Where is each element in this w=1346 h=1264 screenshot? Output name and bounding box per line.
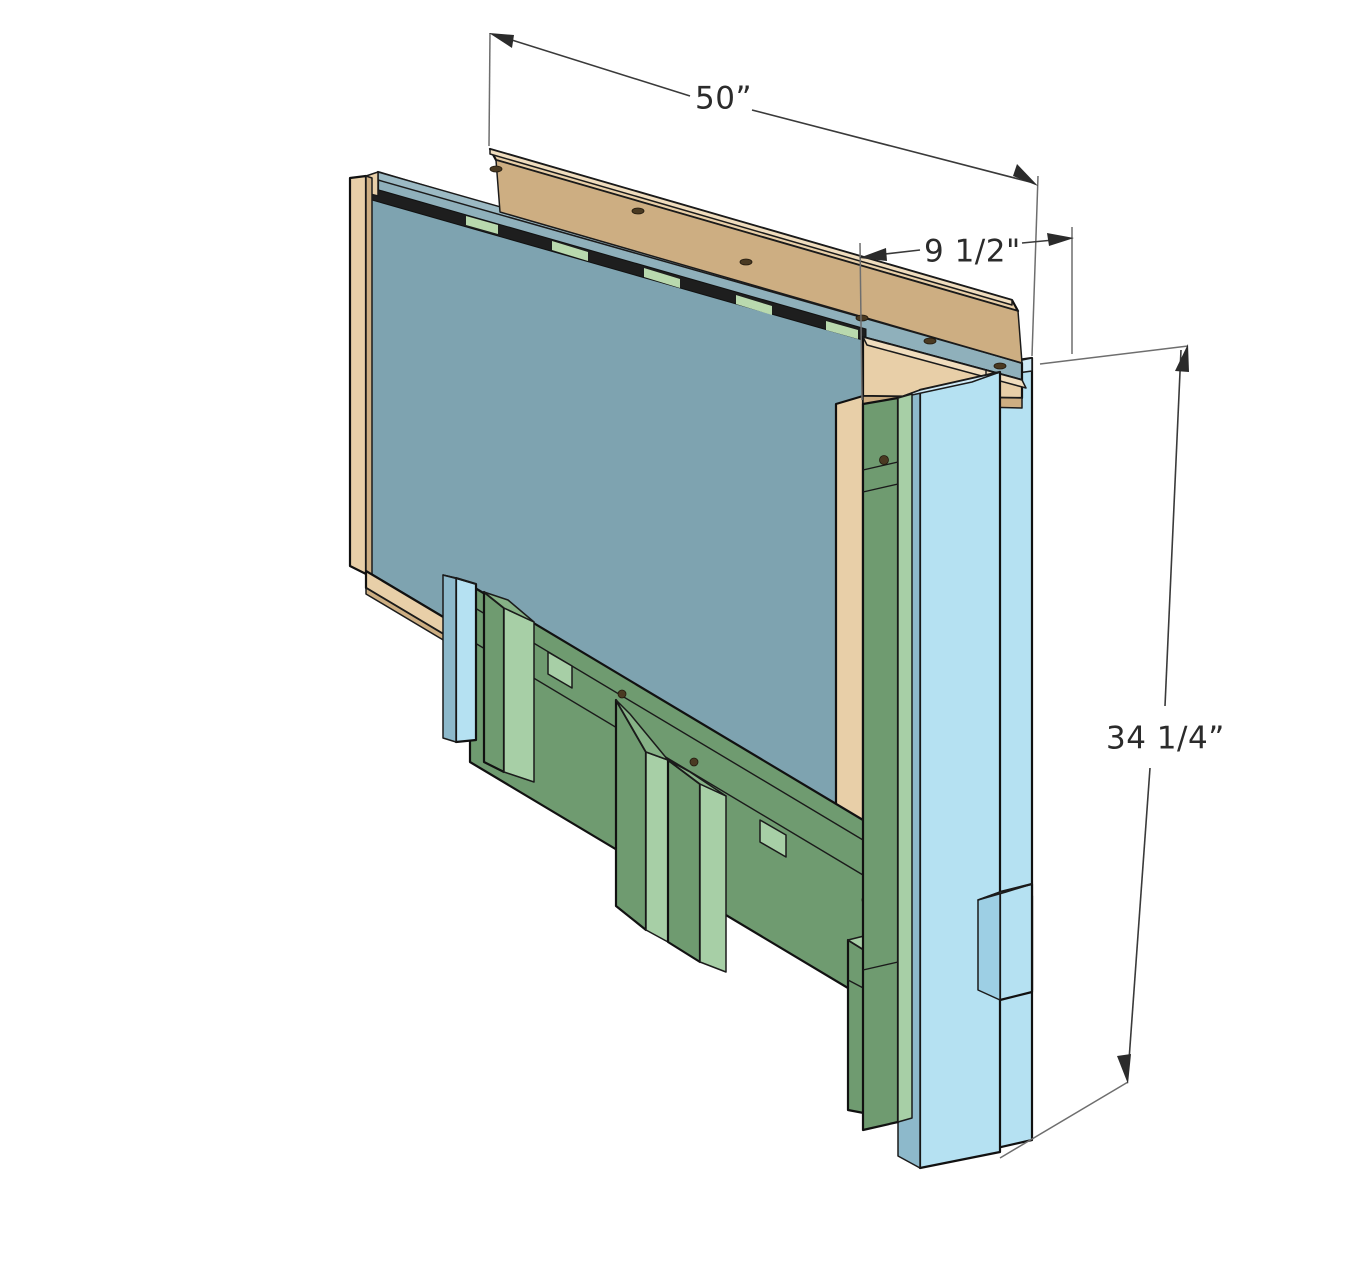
extension-line-depth-left: [859, 242, 863, 401]
screw-head: [617, 689, 627, 699]
dimension-width-50: 50”: [488, 32, 1039, 357]
extension-line-right: [1031, 175, 1039, 357]
screw-head: [855, 314, 869, 322]
dim-line-left-seg: [498, 35, 691, 97]
dimension-depth-9-half: 9 1/2": [859, 227, 1074, 401]
screw-head: [489, 165, 503, 173]
wood-trim-top-rail: [488, 147, 1023, 364]
blue-stub-bracket: [977, 882, 1034, 1002]
arrow-head-left: [489, 33, 514, 48]
arrow-head-height-bottom: [1117, 1054, 1131, 1084]
arrow-head-right: [1013, 164, 1038, 186]
wall-cleat-blue-left: [442, 574, 478, 744]
screw-head: [689, 757, 699, 767]
table-assembly: [348, 147, 1034, 1170]
dimension-label-height: 34 1/4”: [1106, 721, 1225, 757]
wood-trim-left-stile: [348, 174, 373, 577]
arrow-head-depth-right: [1047, 233, 1074, 246]
dim-line-height-bottom-seg: [1127, 767, 1151, 1075]
screw-head: [879, 455, 889, 465]
extension-line-left: [488, 32, 491, 147]
extension-line-height-top: [1039, 345, 1189, 365]
folding-leg-green-2: [614, 698, 669, 943]
screw-head: [739, 258, 753, 266]
dim-line-right-seg: [751, 109, 1031, 183]
screw-heads-top-rail: [489, 165, 1007, 370]
folding-leg-green-3: [666, 758, 727, 973]
screw-head: [631, 207, 645, 215]
arrow-head-height-top: [1175, 344, 1189, 372]
extension-line-height-bottom: [999, 1081, 1129, 1159]
frame-green-right-stile-front: [861, 393, 913, 1132]
screw-head: [923, 337, 937, 345]
dimension-label-depth: 9 1/2": [924, 234, 1021, 270]
hinge-knuckles: [466, 216, 858, 339]
wall-cleat-blue-front-right: [897, 370, 1002, 1170]
piano-hinge: [371, 187, 867, 342]
screw-head: [993, 362, 1007, 370]
dim-line-height-top-seg: [1164, 349, 1182, 707]
arrow-head-depth-left: [859, 248, 887, 261]
dimension-label-width: 50”: [695, 81, 752, 117]
dimension-height-34-quarter: 34 1/4”: [999, 344, 1225, 1159]
folding-leg-green-1: [482, 590, 535, 783]
